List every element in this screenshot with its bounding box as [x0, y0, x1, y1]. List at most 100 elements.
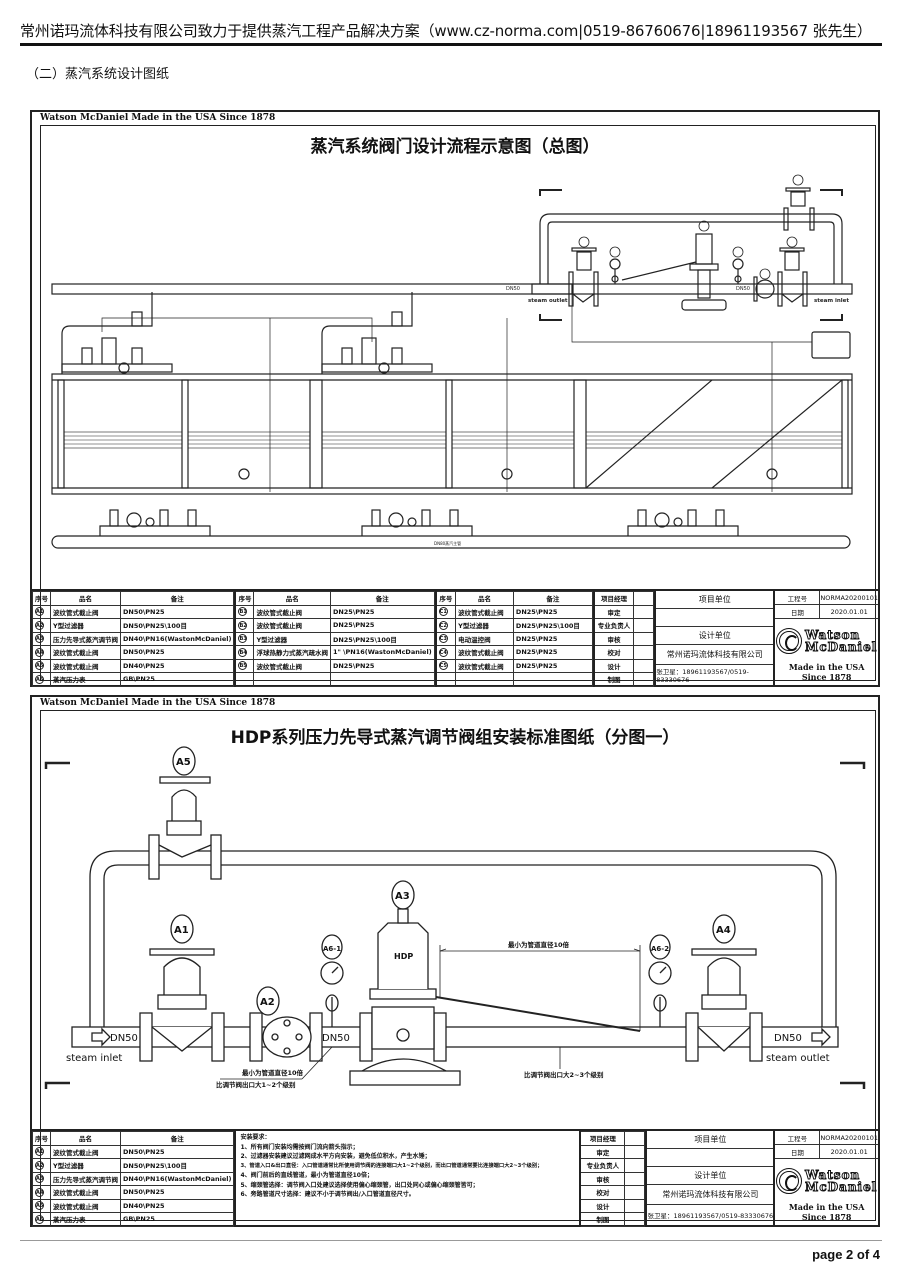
drawing-date: 2020.01.01 — [830, 607, 868, 616]
valve-a5 — [783, 187, 815, 231]
contact: 张卫星：18961193567/0519-83330676 — [656, 668, 749, 684]
note-item: 3、管道入口&出口直径：入口管道通常比所使用调节阀的连接端口大1~2个级别，而出… — [240, 1162, 543, 1169]
logo-swirl-icon — [776, 1167, 803, 1194]
temperature-sensor-1 — [238, 468, 250, 480]
col-header-note: 备注 — [119, 591, 235, 606]
outlet-arrow-icon — [811, 1027, 831, 1047]
note-item: 1、所有阀门安装均需按阀门流向箭头指示； — [240, 1143, 359, 1151]
valve-a4 — [568, 247, 599, 307]
parts-row — [234, 672, 435, 687]
steam-inlet-label: steam inlet — [66, 1053, 122, 1064]
upstream-size-note: 比调节阀出口大1~2个级别 — [216, 1080, 296, 1089]
signoff-table: 项目经理 审定 专业负责人 审核 校对 设计 制图 — [592, 591, 655, 687]
bypass-valve-a5 — [148, 746, 222, 880]
parts-row — [435, 672, 593, 687]
note-item: 4、阀门前后的直线管道，最小为管道直径10倍； — [240, 1172, 373, 1179]
drawing-frame — [40, 710, 876, 1221]
drawing-title: 蒸汽系统阀门设计流程示意图（总图） — [310, 137, 600, 157]
main-steam-pipe — [51, 283, 573, 295]
bypass-pipe — [539, 213, 843, 284]
dn-outlet-label: DN50 — [774, 1033, 802, 1044]
dn-label-inlet: DN50 — [736, 286, 750, 292]
trap-group-3 — [627, 509, 739, 536]
note-item: 5、缩颈管选择：调节阀入口处建议选择使用偏心缩颈管，出口处同心或偏心缩颈管皆可； — [240, 1181, 479, 1189]
temperature-sensor-3 — [766, 468, 778, 480]
dn-mid-label: DN50 — [322, 1033, 350, 1044]
dn-label-outlet: DN50 — [506, 286, 520, 292]
unit-box: 项目单位 设计单位 常州诺玛流体科技有限公司 张卫星：18961193567/0… — [654, 591, 774, 685]
note-item: 6、旁路管道尺寸选择：建议不小于调节阀出/入口管道直径尺寸。 — [240, 1191, 415, 1198]
strainer-a2 — [753, 276, 775, 302]
header-divider — [20, 43, 882, 46]
hdp-regulator-a3 — [349, 880, 461, 1086]
hdp-schematic: A5 A1 A2 A3 A4 A6-1 A6-2 HDP DN50 DN50 D… — [44, 746, 866, 1089]
dimension-line — [220, 945, 641, 1080]
brand-strip: Watson McDaniel Made in the USA Since 18… — [40, 113, 276, 123]
strainer-a2 — [249, 986, 323, 1062]
flow-arrow-icon — [840, 761, 866, 769]
condensate-return-pipe — [51, 535, 851, 549]
branch-valve-group-2 — [321, 292, 433, 374]
tag-a6-1: A6-1 — [323, 945, 341, 953]
valve-a1 — [777, 247, 808, 307]
notes-title: 安装要求： — [240, 1134, 271, 1141]
footer-divider — [20, 1240, 882, 1241]
tag-a2: A2 — [260, 997, 275, 1008]
page-number: page 2 of 4 — [812, 1247, 880, 1262]
gauge-a6-2 — [732, 258, 744, 284]
pressure-gauge-a6-2 — [648, 934, 672, 1027]
heat-exchanger-bank — [51, 373, 853, 495]
drawing-hdp-station: Watson McDaniel Made in the USA Since 18… — [30, 695, 880, 1227]
col-header-no: 序号 — [32, 591, 51, 606]
company-banner: 常州诺玛流体科技有限公司致力于提供蒸汽工程产品解决方案（www.cz-norma… — [20, 22, 872, 40]
brand-strip: Watson McDaniel Made in the USA Since 18… — [40, 698, 276, 708]
signoff-table: 项目经理 审定 专业负责人 审核 校对 设计 制图 — [579, 1131, 646, 1227]
steam-inlet-label: steam inlet — [814, 298, 849, 304]
tag-a6-2: A6-2 — [651, 945, 669, 953]
project-unit-label: 项目单位 — [656, 591, 774, 609]
logo-tagline: Made in the USA Since 1878 — [788, 662, 865, 682]
inlet-valve-a1 — [139, 914, 225, 1062]
col-header-name: 品名 — [50, 591, 121, 606]
hdp-label: HDP — [394, 952, 413, 961]
trap-group-2 — [361, 509, 473, 536]
drawing-title: HDP系列压力先导式蒸汽调节阀组安装标准图纸（分图一） — [230, 728, 680, 748]
dn-inlet-label: DN50 — [110, 1033, 138, 1044]
logo-swirl-icon — [776, 627, 803, 654]
steam-outlet-label: steam outlet — [528, 298, 568, 304]
design-company: 常州诺玛流体科技有限公司 — [656, 645, 774, 665]
flow-arrow-icon — [840, 1081, 866, 1089]
installation-notes: 安装要求： 1、所有阀门安装均需按阀门流向箭头指示； 2、过滤器安装建议过滤网成… — [234, 1131, 579, 1225]
outlet-size-note: 比调节阀出口大2~3个级别 — [524, 1070, 604, 1079]
flow-arrow-icon — [44, 761, 70, 769]
outlet-valve-a4 — [685, 914, 763, 1062]
gauge-a6 — [609, 258, 621, 284]
tag-a4: A4 — [716, 925, 731, 936]
trap-group-1 — [99, 509, 211, 536]
pressure-regulator-a3 — [621, 233, 727, 311]
pressure-gauge-a6-1 — [320, 934, 344, 1027]
